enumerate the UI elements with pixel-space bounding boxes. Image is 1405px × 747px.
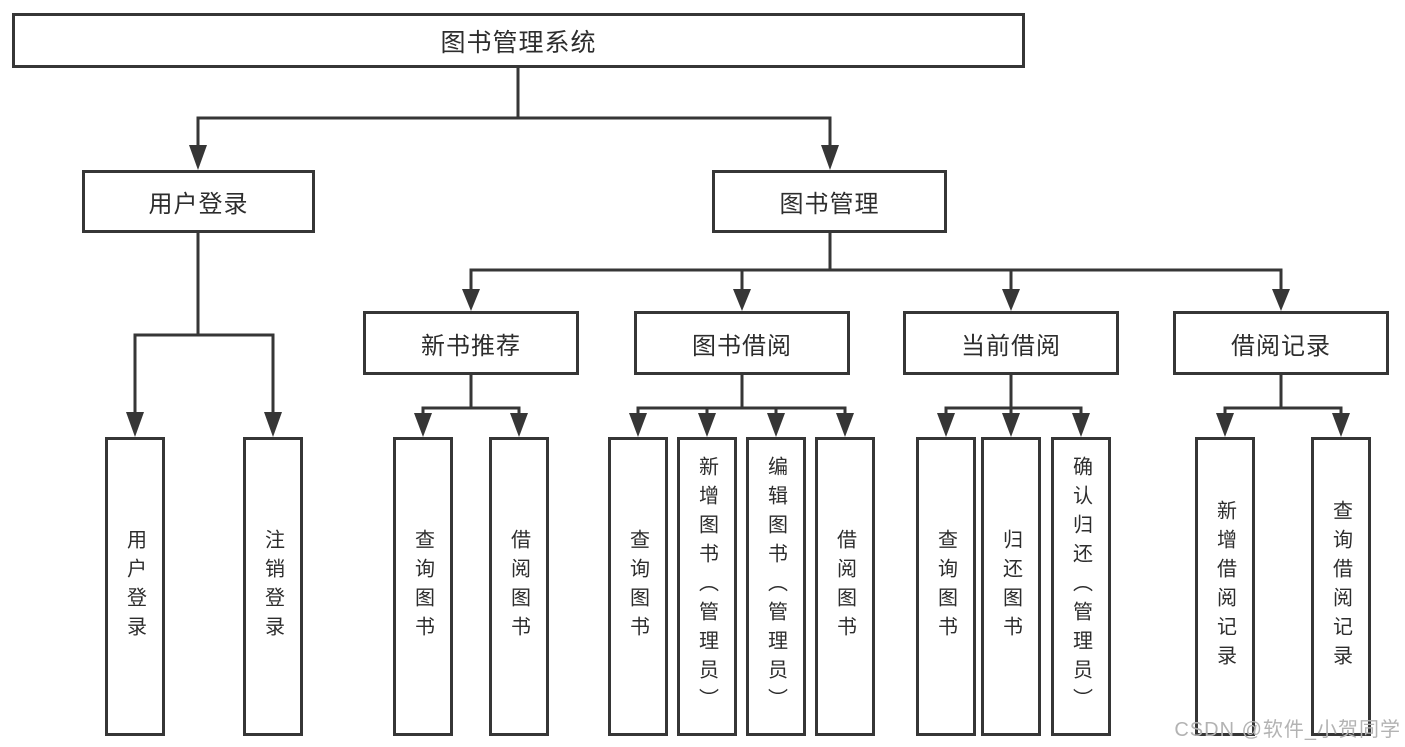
leaf-query-books-borrow: 查询图书: [608, 437, 668, 736]
leaf-query-books-recommend: 查询图书: [393, 437, 453, 736]
leaf-borrow-books: 借阅图书: [815, 437, 875, 736]
node-user-login: 用户登录: [82, 170, 315, 233]
leaf-user-login: 用户登录: [105, 437, 165, 736]
leaf-query-books-current: 查询图书: [916, 437, 976, 736]
leaf-edit-books-admin: 编辑图书（管理员）: [746, 437, 806, 736]
csdn-watermark: CSDN @软件_小贺同学: [1174, 719, 1401, 741]
leaf-add-books-admin: 新增图书（管理员）: [677, 437, 737, 736]
connector-path: [133, 66, 1343, 416]
leaf-query-borrow-record: 查询借阅记录: [1311, 437, 1371, 736]
node-book-borrow: 图书借阅: [634, 311, 850, 375]
leaf-confirm-return-admin: 确认归还（管理员）: [1051, 437, 1111, 736]
node-borrow-records: 借阅记录: [1173, 311, 1389, 375]
node-book-management: 图书管理: [712, 170, 947, 233]
node-new-book-recommend: 新书推荐: [363, 311, 579, 375]
arrowhead-icons: [126, 145, 1350, 437]
node-library-management-system: 图书管理系统: [12, 13, 1025, 68]
leaf-borrow-books-recommend: 借阅图书: [489, 437, 549, 736]
leaf-return-books: 归还图书: [981, 437, 1041, 736]
leaf-add-borrow-record: 新增借阅记录: [1195, 437, 1255, 736]
node-current-borrow: 当前借阅: [903, 311, 1119, 375]
leaf-logout: 注销登录: [243, 437, 303, 736]
